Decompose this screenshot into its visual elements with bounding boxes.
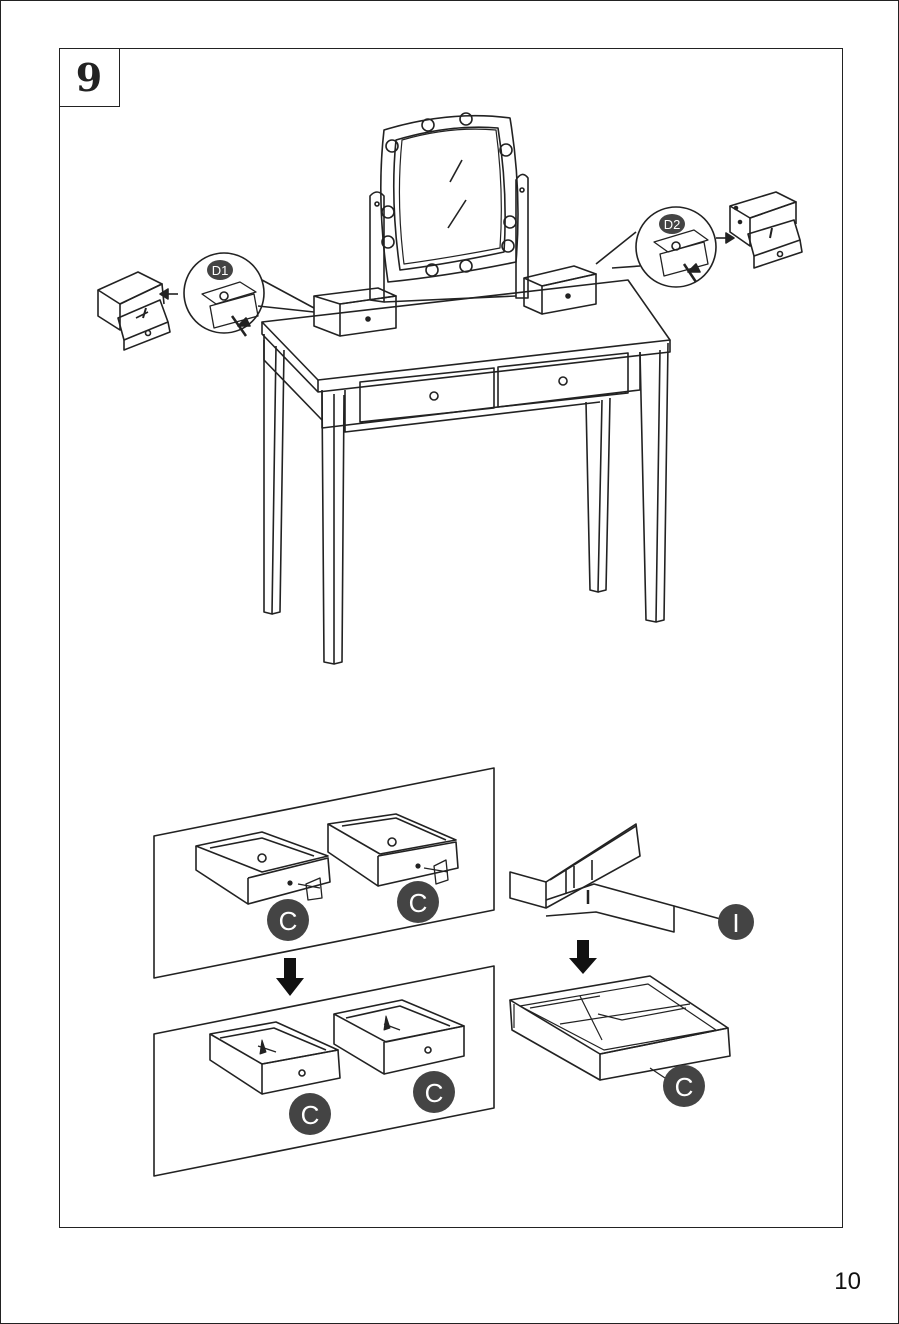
badge-c-2-label: C bbox=[409, 888, 428, 918]
badge-d1-label: D1 bbox=[212, 263, 229, 278]
badge-i: I bbox=[718, 904, 754, 940]
badge-d2: D2 bbox=[659, 214, 685, 234]
down-arrow-icon bbox=[569, 940, 597, 974]
badge-c-2: C bbox=[397, 881, 439, 923]
knob-panel-after bbox=[154, 966, 494, 1176]
right-detail bbox=[596, 192, 802, 287]
badge-d1: D1 bbox=[207, 260, 233, 280]
vanity-mirror bbox=[370, 113, 528, 302]
page-number: 10 bbox=[834, 1268, 861, 1296]
badge-c-5-label: C bbox=[675, 1072, 694, 1102]
badge-i-label: I bbox=[732, 908, 739, 938]
badge-c-3: C bbox=[289, 1093, 331, 1135]
knob-panel-before bbox=[154, 768, 494, 978]
left-detail bbox=[98, 253, 314, 350]
down-arrow-icon bbox=[276, 958, 304, 996]
badge-c-5: C bbox=[663, 1065, 705, 1107]
badge-c-4: C bbox=[413, 1071, 455, 1113]
vanity-table bbox=[262, 280, 670, 664]
badge-d2-label: D2 bbox=[664, 217, 681, 232]
drawer-with-divider bbox=[510, 976, 730, 1080]
badge-c-1-label: C bbox=[279, 906, 298, 936]
badge-c-1: C bbox=[267, 899, 309, 941]
badge-c-3-label: C bbox=[301, 1100, 320, 1130]
divider-pieces bbox=[510, 824, 724, 932]
badge-c-4-label: C bbox=[425, 1078, 444, 1108]
